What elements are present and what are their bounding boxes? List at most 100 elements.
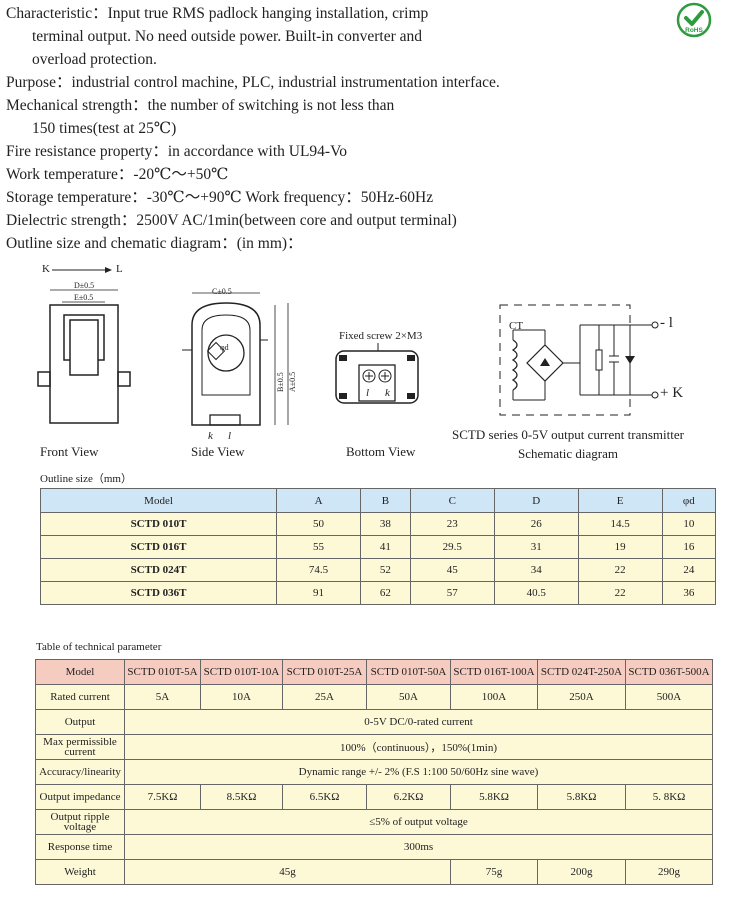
ct-label: CT bbox=[509, 320, 524, 332]
outline-header-cell: φd bbox=[661, 488, 717, 513]
outline-header-cell: A bbox=[276, 488, 362, 513]
max-current-value: 100%（continuous），150%(1min) bbox=[124, 734, 713, 760]
spec-line: Dielectric strength：2500V AC/1min(betwee… bbox=[6, 212, 457, 229]
models-cell: SCTD 010T-25A bbox=[282, 659, 367, 685]
output-value: 0-5V DC/0-rated current bbox=[124, 709, 713, 735]
outline-cell: 36 bbox=[661, 581, 717, 605]
weight-value: 75g bbox=[450, 859, 538, 885]
outline-cell: SCTD 024T bbox=[39, 558, 278, 582]
outline-cell: SCTD 010T bbox=[39, 512, 278, 536]
spec-line: 150 times(test at 25℃) bbox=[32, 120, 177, 137]
outline-cell: 91 bbox=[276, 581, 362, 605]
outline-cell: 19 bbox=[577, 535, 663, 559]
spec-line: Work temperature：-20℃～+50℃ bbox=[6, 166, 229, 183]
rated-cell: 25A bbox=[282, 684, 367, 710]
outline-cell: 62 bbox=[360, 581, 411, 605]
dim-phi-label: φd bbox=[220, 343, 229, 352]
ripple-value: ≤5% of output voltage bbox=[124, 809, 713, 835]
outline-cell: 50 bbox=[276, 512, 362, 536]
tech-table-title: Table of technical parameter bbox=[36, 641, 162, 653]
weight-value: 290g bbox=[625, 859, 713, 885]
outline-header-cell: D bbox=[493, 488, 579, 513]
spec-line: Storage temperature：-30℃～+90℃ Work frequ… bbox=[6, 189, 434, 206]
outline-cell: 57 bbox=[409, 581, 495, 605]
response-value: 300ms bbox=[124, 834, 713, 860]
fixed-screw-label: Fixed screw 2×M3 bbox=[339, 330, 423, 342]
outline-cell: 16 bbox=[661, 535, 717, 559]
outline-cell: 55 bbox=[276, 535, 362, 559]
output-k-label: + K bbox=[660, 385, 684, 401]
side-k-label: k bbox=[208, 430, 213, 442]
outline-header-cell: B bbox=[360, 488, 411, 513]
schematic-caption: SCTD series 0-5V output current transmit… bbox=[452, 427, 684, 442]
schematic-diagram bbox=[499, 304, 659, 416]
outline-cell: 29.5 bbox=[409, 535, 495, 559]
rated-cell: 500A bbox=[625, 684, 713, 710]
bottom-view-diagram bbox=[335, 343, 419, 404]
spec-line: terminal output. No need outside power. … bbox=[32, 28, 422, 45]
models-cell: SCTD 016T-100A bbox=[450, 659, 538, 685]
spec-line: Purpose：industrial control machine, PLC,… bbox=[6, 74, 500, 91]
outline-cell: 74.5 bbox=[276, 558, 362, 582]
dim-c-label: C±0.5 bbox=[212, 287, 232, 296]
bottom-view-caption: Bottom View bbox=[346, 444, 416, 459]
terminal-k-label: k bbox=[385, 387, 390, 399]
rated-cell: 5A bbox=[124, 684, 201, 710]
outline-header-cell: C bbox=[409, 488, 495, 513]
outline-cell: SCTD 016T bbox=[39, 535, 278, 559]
outline-cell: 10 bbox=[661, 512, 717, 536]
imp-cell: 6.5KΩ bbox=[282, 784, 367, 810]
outline-cell: 38 bbox=[360, 512, 411, 536]
models-cell: SCTD 036T-500A bbox=[625, 659, 713, 685]
spec-line: Characteristic：Input true RMS padlock ha… bbox=[6, 5, 429, 22]
outline-cell: 34 bbox=[493, 558, 579, 582]
arrow-k-label: K bbox=[42, 263, 50, 275]
impedance-label: Output impedance bbox=[35, 784, 125, 810]
schematic-label: Schematic diagram bbox=[518, 446, 618, 461]
imp-cell: 8.5KΩ bbox=[200, 784, 283, 810]
accuracy-value: Dynamic range +/- 2% (F.S 1:100 50/60Hz … bbox=[124, 759, 713, 785]
outline-cell: 52 bbox=[360, 558, 411, 582]
models-cell: SCTD 024T-250A bbox=[537, 659, 626, 685]
output-label: Output bbox=[35, 709, 125, 735]
outline-cell: 45 bbox=[409, 558, 495, 582]
outline-cell: 22 bbox=[577, 558, 663, 582]
imp-cell: 7.5KΩ bbox=[124, 784, 201, 810]
imp-cell: 5.8KΩ bbox=[450, 784, 538, 810]
spec-line: Outline size and chematic diagram：(in mm… bbox=[6, 235, 303, 252]
weight-value: 45g bbox=[124, 859, 451, 885]
side-view-diagram bbox=[182, 292, 289, 426]
imp-cell: 5.8KΩ bbox=[537, 784, 626, 810]
model-label: Model bbox=[35, 659, 125, 685]
rated-cell: 250A bbox=[537, 684, 626, 710]
imp-cell: 6.2KΩ bbox=[366, 784, 451, 810]
terminal-l-label: l bbox=[366, 387, 370, 399]
outline-cell: 41 bbox=[360, 535, 411, 559]
outline-cell: 24 bbox=[661, 558, 717, 582]
models-cell: SCTD 010T-10A bbox=[200, 659, 283, 685]
models-cell: SCTD 010T-5A bbox=[124, 659, 201, 685]
rated-label: Rated current bbox=[35, 684, 125, 710]
outline-header-cell: Model bbox=[39, 488, 278, 513]
outline-header-cell: E bbox=[577, 488, 663, 513]
output-l-label: - l bbox=[660, 315, 673, 331]
response-label: Response time bbox=[35, 834, 125, 860]
spec-line: Mechanical strength：the number of switch… bbox=[6, 97, 395, 114]
dim-b-label: B±0.5 bbox=[276, 372, 285, 392]
side-view-caption: Side View bbox=[191, 444, 245, 459]
dim-a-label: A±0.5 bbox=[288, 371, 297, 392]
outline-table-title: Outline size（mm） bbox=[40, 473, 132, 485]
front-view-caption: Front View bbox=[40, 444, 99, 459]
outline-cell: SCTD 036T bbox=[39, 581, 278, 605]
models-cell: SCTD 010T-50A bbox=[366, 659, 451, 685]
weight-value: 200g bbox=[537, 859, 626, 885]
outline-cell: 23 bbox=[409, 512, 495, 536]
dim-d-label: D±0.5 bbox=[74, 281, 95, 290]
front-view-diagram bbox=[37, 267, 131, 424]
rated-cell: 10A bbox=[200, 684, 283, 710]
